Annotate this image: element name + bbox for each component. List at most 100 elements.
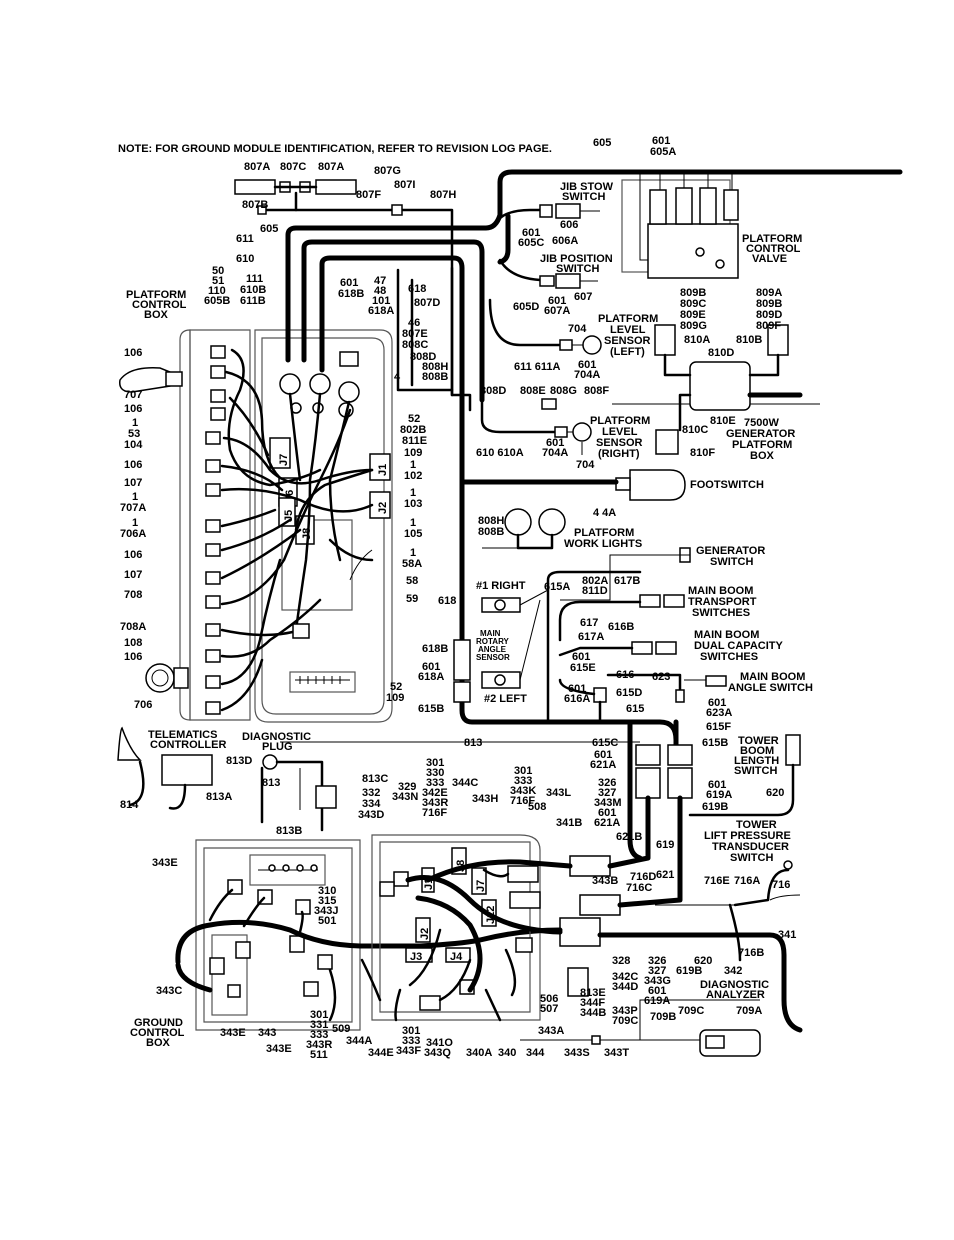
wire-808g: 808G <box>550 385 577 397</box>
wire-617b: 617B <box>614 575 640 587</box>
wire-106-d: 106 <box>124 549 142 561</box>
footswitch-label: FOOTSWITCH <box>690 479 764 491</box>
wire-716b: 716B <box>738 947 764 959</box>
wire-813d: 813D <box>226 755 252 767</box>
wire-618-top: 618 <box>408 283 426 295</box>
wire-107-b: 107 <box>124 569 142 581</box>
wire-343e-a: 343E <box>220 1027 246 1039</box>
platform-control-valve <box>621 172 739 279</box>
level-sensor-right-icon <box>572 422 592 442</box>
wire-808f: 808F <box>584 385 609 397</box>
wire-343c: 343C <box>156 985 182 997</box>
wire-344: 344 <box>526 1047 545 1059</box>
wire-814: 814 <box>120 799 139 811</box>
wire-808d-mid: 808D <box>480 385 506 397</box>
wire-509: 509 <box>332 1023 350 1035</box>
wire-810a: 810A <box>684 334 710 346</box>
generator-switch <box>560 547 691 601</box>
diagnostic-plug-icon <box>262 754 278 770</box>
rotary-angle-sensor <box>453 570 642 722</box>
wire-813-small: 813 <box>262 777 280 789</box>
connector-plug-icon <box>339 351 359 367</box>
wire-708a: 708A <box>120 621 146 633</box>
wire-607: 607 <box>574 291 592 303</box>
wire-807i: 807I <box>394 179 415 191</box>
wire-808e: 808E <box>520 385 546 397</box>
wire-508: 508 <box>528 801 546 813</box>
wire-106-b: 106 <box>124 403 142 415</box>
wire-621: 621 <box>656 869 674 881</box>
wire-340a: 340A <box>466 1047 492 1059</box>
wire-619b: 619B <box>702 801 728 813</box>
jib-switches <box>497 203 600 289</box>
connector-j3: J3 <box>410 951 422 963</box>
wire-341: 341 <box>778 929 796 941</box>
wire-623: 623 <box>652 671 670 683</box>
wire-618-mid: 618 <box>438 595 456 607</box>
connector-j2: J2 <box>419 928 431 940</box>
wire-813a: 813A <box>206 791 232 803</box>
wire-620-b: 620 <box>694 955 712 967</box>
wire-620-a: 620 <box>766 787 784 799</box>
wire-106-c: 106 <box>124 459 142 471</box>
connector-j5: J5 <box>283 510 295 522</box>
wire-810b: 810B <box>736 334 762 346</box>
wire-708: 708 <box>124 589 142 601</box>
wire-615a: 615A <box>544 581 570 593</box>
wire-344c: 344C <box>452 777 478 789</box>
wire-807d: 807D <box>414 297 440 309</box>
wire-605: 605 <box>593 137 611 149</box>
wire-807c: 807C <box>280 161 306 173</box>
wire-4-4a: 4 4A <box>593 507 616 519</box>
connector-j7: J7 <box>278 454 290 466</box>
wire-610: 610 <box>236 253 254 265</box>
wire-813c: 813C <box>362 773 388 785</box>
wire-707: 707 <box>124 389 142 401</box>
wire-605d: 605D <box>513 301 539 313</box>
connector-j7: J7 <box>475 880 487 892</box>
diagnostic-analyzer <box>520 894 801 1057</box>
ground-module: J1 J2 J3 J4 J8 J7 J12 <box>328 834 573 1022</box>
wire-616: 616 <box>616 669 634 681</box>
wire-58: 58 <box>406 575 418 587</box>
wire-810d: 810D <box>708 347 734 359</box>
wire-807g: 807G <box>374 165 401 177</box>
right-1-label: #1 RIGHT <box>476 580 526 592</box>
wire-618b: 618B <box>422 643 448 655</box>
wire-343s: 343S <box>564 1047 590 1059</box>
wire-343a: 343A <box>538 1025 564 1037</box>
